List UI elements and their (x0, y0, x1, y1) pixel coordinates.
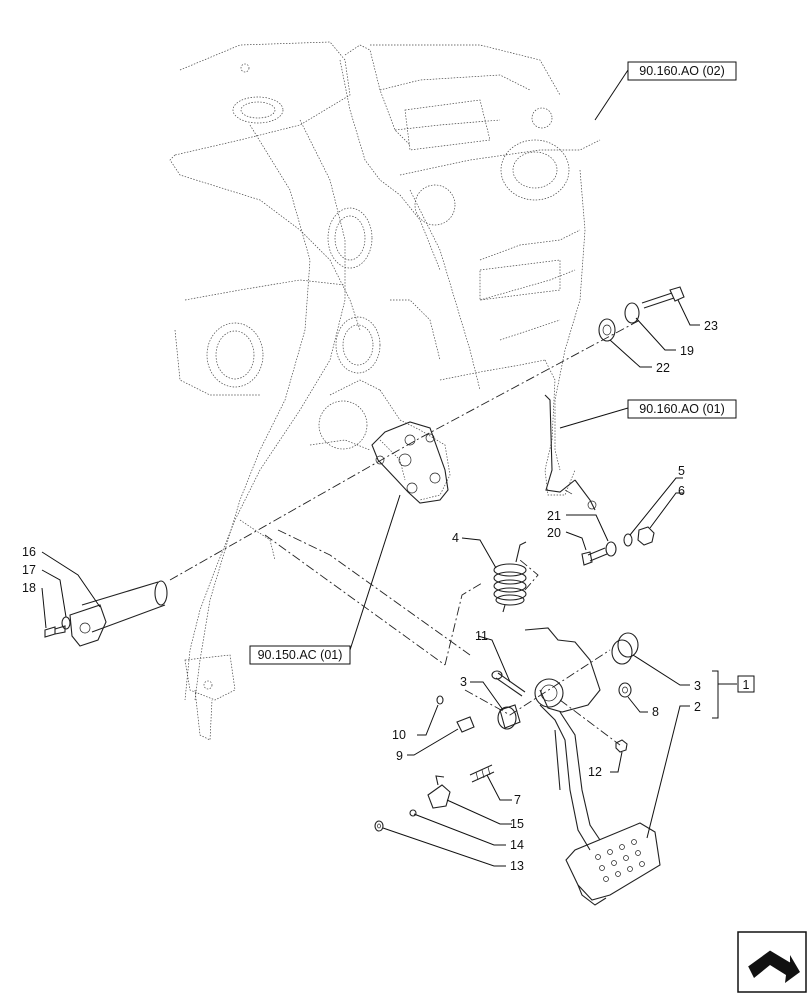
bushing-part-3-left (497, 704, 521, 730)
reference-box-90-160-ao-01[interactable]: 90.160.AO (01) (627, 399, 737, 419)
pedal-bracket-plate (371, 421, 449, 504)
washer-part-19 (624, 302, 640, 324)
leader-lines (41, 69, 737, 867)
brake-pedal-part-2 (524, 627, 661, 906)
pin-part-14 (409, 809, 417, 817)
callout-8: 8 (652, 705, 659, 719)
callout-labels: 16 17 18 23 19 22 5 6 21 20 4 11 3 10 9 … (22, 319, 718, 873)
nut-part-8 (618, 682, 632, 698)
callout-16: 16 (22, 545, 36, 559)
callout-23: 23 (704, 319, 718, 333)
callout-15: 15 (510, 817, 524, 831)
svg-text:90.160.AO (01): 90.160.AO (01) (639, 402, 724, 416)
callout-3-right: 3 (694, 679, 701, 693)
washer-part-21 (605, 541, 617, 557)
bushing-part-3-right (611, 632, 639, 665)
callout-18: 18 (22, 581, 36, 595)
callout-21: 21 (547, 509, 561, 523)
nut-part-6 (637, 526, 655, 546)
washer-part-10 (436, 695, 444, 705)
callout-17: 17 (22, 563, 36, 577)
callout-7: 7 (514, 793, 521, 807)
assembly-box-1: 1 (737, 675, 755, 693)
stud-part-7 (469, 764, 495, 783)
callout-11: 11 (475, 629, 488, 643)
washer-part-5 (623, 533, 633, 547)
callout-6: 6 (678, 484, 685, 498)
callout-9: 9 (396, 749, 403, 763)
washer-part-13 (374, 820, 384, 832)
bolt-part-23 (641, 286, 685, 309)
return-spring-part-4 (493, 541, 527, 613)
callout-4: 4 (452, 531, 459, 545)
callout-10: 10 (392, 728, 406, 742)
right-support-bracket (544, 394, 597, 511)
clevis-part-15 (427, 775, 451, 809)
pin-part-11 (491, 670, 526, 697)
svg-text:1: 1 (743, 678, 750, 692)
pedal-pad-holes (595, 839, 645, 882)
callout-3-left: 3 (460, 675, 467, 689)
screw-part-18 (44, 625, 66, 638)
callout-2: 2 (694, 700, 701, 714)
callout-19: 19 (680, 344, 694, 358)
reference-box-90-150-ac-01[interactable]: 90.150.AC (01) (249, 645, 351, 665)
pivot-shaft-part-16 (69, 580, 168, 647)
svg-text:90.150.AC (01): 90.150.AC (01) (258, 648, 343, 662)
callout-14: 14 (510, 838, 524, 852)
washer-part-17 (61, 616, 71, 630)
callout-12: 12 (588, 765, 602, 779)
reference-box-90-160-ao-02[interactable]: 90.160.AO (02) (627, 61, 737, 81)
nut-part-12 (615, 739, 628, 753)
callout-5: 5 (678, 464, 685, 478)
callout-13: 13 (510, 859, 524, 873)
assembly-axis-lines (169, 319, 641, 746)
next-page-arrow-icon[interactable] (737, 931, 807, 993)
bolt-part-20 (581, 547, 608, 566)
svg-text:90.160.AO (02): 90.160.AO (02) (639, 64, 724, 78)
callout-22: 22 (656, 361, 670, 375)
washer-part-22 (598, 318, 616, 342)
dashboard-housing (169, 41, 601, 741)
callout-20: 20 (547, 526, 561, 540)
nut-part-9 (456, 716, 475, 733)
